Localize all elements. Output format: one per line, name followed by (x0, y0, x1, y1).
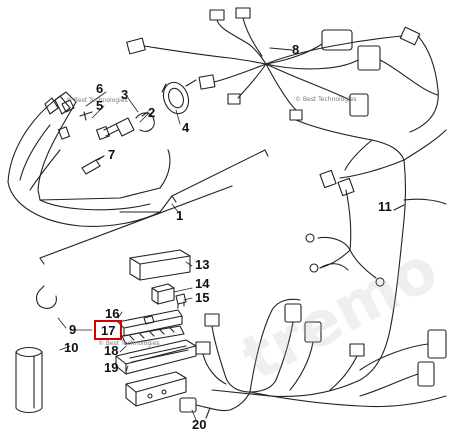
relay (151, 283, 175, 305)
callout-2[interactable]: 2 (148, 105, 156, 120)
callout-14[interactable]: 14 (195, 276, 210, 291)
callout-3[interactable]: 3 (121, 87, 129, 102)
callout-6[interactable]: 6 (96, 81, 104, 96)
relay-box (129, 249, 191, 281)
callout-1[interactable]: 1 (176, 208, 184, 223)
watermark-text: © Best Technologies (295, 96, 357, 103)
protective-sleeve (15, 346, 43, 414)
callout-5[interactable]: 5 (96, 98, 104, 113)
callout-19[interactable]: 19 (104, 360, 119, 375)
main-harness (211, 119, 447, 397)
watermark-text: © Best Technologies (98, 340, 160, 347)
watermark-text: © Best Technologies (66, 97, 128, 104)
front-harness (126, 7, 439, 133)
fuse-block-cover (117, 309, 183, 337)
callout-18[interactable]: 18 (104, 343, 119, 358)
rubber-boot (161, 79, 197, 115)
callout-17[interactable]: 17 (101, 323, 116, 338)
callout-16[interactable]: 16 (105, 306, 120, 321)
bulb-socket (96, 111, 155, 140)
leader-lines (57, 91, 197, 421)
position-lamp (81, 155, 105, 175)
fuse (175, 293, 187, 309)
callout-8[interactable]: 8 (292, 42, 300, 57)
fuse-box-base (125, 371, 187, 407)
callout-10[interactable]: 10 (64, 340, 79, 355)
fuse-block (121, 325, 185, 345)
relay-group-frame (39, 185, 233, 265)
callout-13[interactable]: 13 (195, 257, 210, 272)
callout-15[interactable]: 15 (195, 290, 210, 305)
wire-clip (35, 285, 57, 309)
small-bulb-socket (57, 99, 93, 140)
lower-harness (179, 298, 447, 419)
fuse-panel (115, 339, 197, 375)
callout-9[interactable]: 9 (69, 322, 77, 337)
callout-11[interactable]: 11 (378, 199, 392, 214)
callout-20[interactable]: 20 (192, 417, 207, 432)
callout-4[interactable]: 4 (182, 120, 190, 135)
callout-7[interactable]: 7 (108, 147, 116, 162)
highlight-box-part-17 (94, 320, 122, 340)
